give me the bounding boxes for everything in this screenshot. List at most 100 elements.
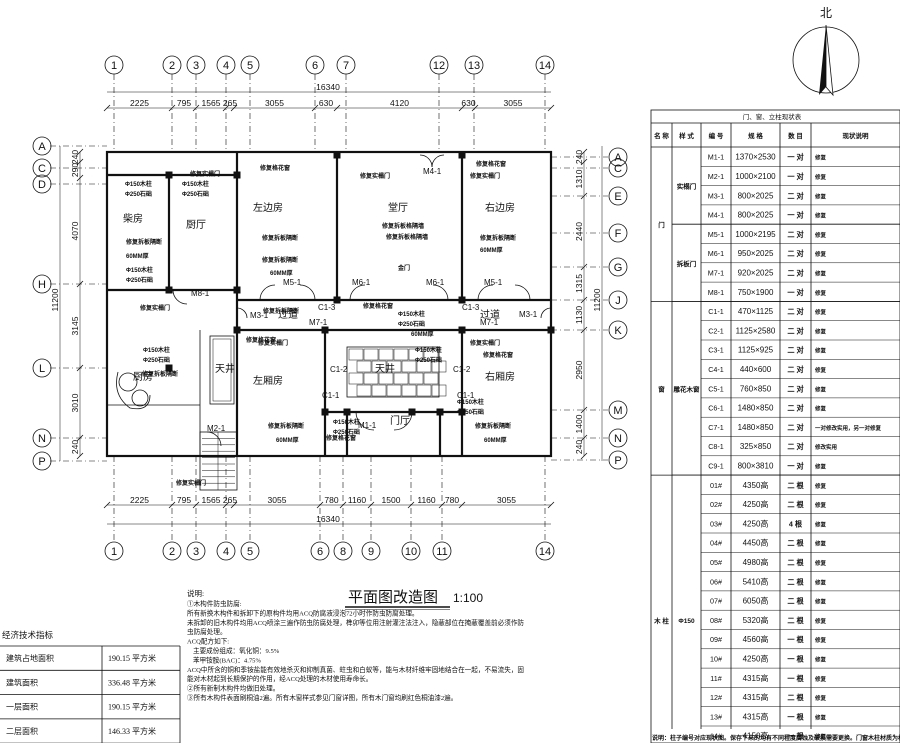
schedule-cell: M6-1 xyxy=(708,249,724,258)
door-window-code: M4-1 xyxy=(423,167,442,176)
schedule-cell: 修复 xyxy=(814,501,827,509)
stove-icon xyxy=(116,371,151,410)
annotation-text: Φ150木柱 xyxy=(143,346,170,354)
note-line: 主要成份组成：氧化铜：9.5% xyxy=(193,646,280,655)
annotation-text: 60MM厚 xyxy=(270,269,293,277)
dimension-value: 1400 xyxy=(574,414,584,433)
dimension-total: 11200 xyxy=(592,288,602,311)
schedule-cell: 二 对 xyxy=(787,423,804,432)
schedule-cell: 1370×2530 xyxy=(735,153,776,162)
schedule-cell: 5410高 xyxy=(743,576,769,586)
axis-label: 5 xyxy=(247,546,253,558)
dimension-value: 240 xyxy=(574,150,584,164)
schedule-cell: 一 对 xyxy=(787,288,804,297)
schedule-cell: 二 根 xyxy=(787,616,804,625)
dimension-value: 2440 xyxy=(574,222,584,241)
schedule-cell: 修复 xyxy=(814,327,827,335)
schedule-cell: 修复 xyxy=(814,366,827,374)
axis-bubble: 7 xyxy=(336,55,356,75)
schedule-cell: 1125×2580 xyxy=(736,326,776,335)
schedule-cell: M7-1 xyxy=(708,268,724,277)
schedule-group: 木 柱 xyxy=(653,616,669,625)
room-label: 左厢房 xyxy=(253,374,283,387)
axis-label: 2 xyxy=(169,546,175,558)
annotation-text: 修复实榻门 xyxy=(257,339,288,347)
dimension-value: 1565 xyxy=(202,98,221,108)
axis-bubble: 3 xyxy=(186,541,206,561)
schedule-cell: 1125×925 xyxy=(738,346,774,355)
axis-label: 13 xyxy=(468,60,480,72)
column-marker xyxy=(233,286,241,294)
axis-label: 10 xyxy=(405,546,417,558)
axis-bubble: N xyxy=(32,428,52,448)
dimension-value: 1160 xyxy=(417,495,436,505)
notes-heading: 说明: xyxy=(187,588,204,598)
axis-label: 6 xyxy=(317,546,323,558)
schedule-cell: C1-1 xyxy=(708,307,724,316)
schedule-cell: 二 对 xyxy=(787,346,804,355)
schedule-cell: 修复 xyxy=(814,462,827,470)
dimension-value: 2225 xyxy=(130,495,149,505)
schedule-cell: 4350高 xyxy=(743,480,769,490)
schedule-cell: 4315高 xyxy=(743,711,769,721)
schedule-cell: 修复 xyxy=(814,733,827,741)
axis-bubble: 3 xyxy=(186,55,206,75)
schedule-cell: 一 根 xyxy=(787,654,804,663)
schedule-cell: C7-1 xyxy=(708,423,724,432)
schedule-cell: 800×2025 xyxy=(738,211,774,220)
door-window-code: M7-1 xyxy=(309,318,328,327)
column-marker xyxy=(165,171,173,179)
north-label: 北 xyxy=(820,6,832,20)
axis-label: 1 xyxy=(111,60,117,72)
schedule-cell: 4450高 xyxy=(743,538,769,548)
schedule-cell: 5320高 xyxy=(743,615,769,625)
schedule-cell: 6050高 xyxy=(743,596,769,606)
schedule-cell: 12# xyxy=(710,693,722,702)
annotation-text: 60MM厚 xyxy=(480,246,503,254)
axis-bubble: H xyxy=(32,274,52,294)
notes-block: 说明: ①木构件防虫防腐:所有新换木构件和拆卸下的原构件均用ACQ防腐液浸泡72… xyxy=(187,588,524,702)
schedule-cell: C2-1 xyxy=(708,326,724,335)
annotation-labels: Φ150木柱Φ250石础Φ150木柱Φ250石础Φ150木柱Φ250石础Φ150… xyxy=(125,160,538,487)
door-window-code: M6-1 xyxy=(426,278,445,287)
dimension-value: 240 xyxy=(70,440,80,454)
econ-label: 建筑占地面积 xyxy=(6,653,54,663)
schedule-cell: 修复 xyxy=(814,308,827,316)
schedule-cell: 修复 xyxy=(814,559,827,567)
schedule-cell: 02# xyxy=(710,500,722,509)
dimension-value: 795 xyxy=(177,98,191,108)
dimension-value: 780 xyxy=(324,495,338,505)
schedule-cell: 二 对 xyxy=(787,384,804,393)
note-line: 能对木材起到长期保护的作用，经ACQ处理的木材使用寿命长。 xyxy=(187,674,372,683)
schedule-cell: 4980高 xyxy=(743,557,769,567)
axis-label: 14 xyxy=(539,60,551,72)
axis-bubble: 14 xyxy=(535,541,555,561)
axis-bubble: 13 xyxy=(464,55,484,75)
dimension-value: 1310 xyxy=(574,169,584,188)
axis-bubble: 9 xyxy=(361,541,381,561)
schedule-cell: 二 对 xyxy=(787,230,804,239)
schedule-cell: 修复 xyxy=(814,694,827,702)
schedule-cell: 修复 xyxy=(814,713,827,721)
schedule-cell: 10# xyxy=(710,654,722,663)
schedule-cell: 修复 xyxy=(814,405,827,413)
dimension-value: 3055 xyxy=(497,495,516,505)
annotation-text: 修复实榻门 xyxy=(469,339,500,347)
annotation-text: 60MM厚 xyxy=(126,252,149,260)
schedule-cell: 修复 xyxy=(814,231,827,239)
door-window-code: C1-3 xyxy=(462,303,480,312)
annotation-text: Φ150木柱 xyxy=(125,180,152,188)
dimension-total: 16340 xyxy=(316,82,340,92)
axis-bubble: P xyxy=(608,450,628,470)
axis-bubble: K xyxy=(608,320,628,340)
schedule-cell: 470×1125 xyxy=(738,307,774,316)
schedule-cell: 一 根 xyxy=(787,674,804,683)
schedule-cell: 01# xyxy=(710,481,722,490)
annotation-text: Φ250石础 xyxy=(143,356,170,364)
axis-label: 4 xyxy=(223,60,229,72)
door-window-code: C1-2 xyxy=(330,365,348,374)
econ-value: 146.33 平方米 xyxy=(108,726,156,736)
schedule-cell: 二 对 xyxy=(787,307,804,316)
annotation-text: 修复拆板隔断 xyxy=(262,307,299,315)
